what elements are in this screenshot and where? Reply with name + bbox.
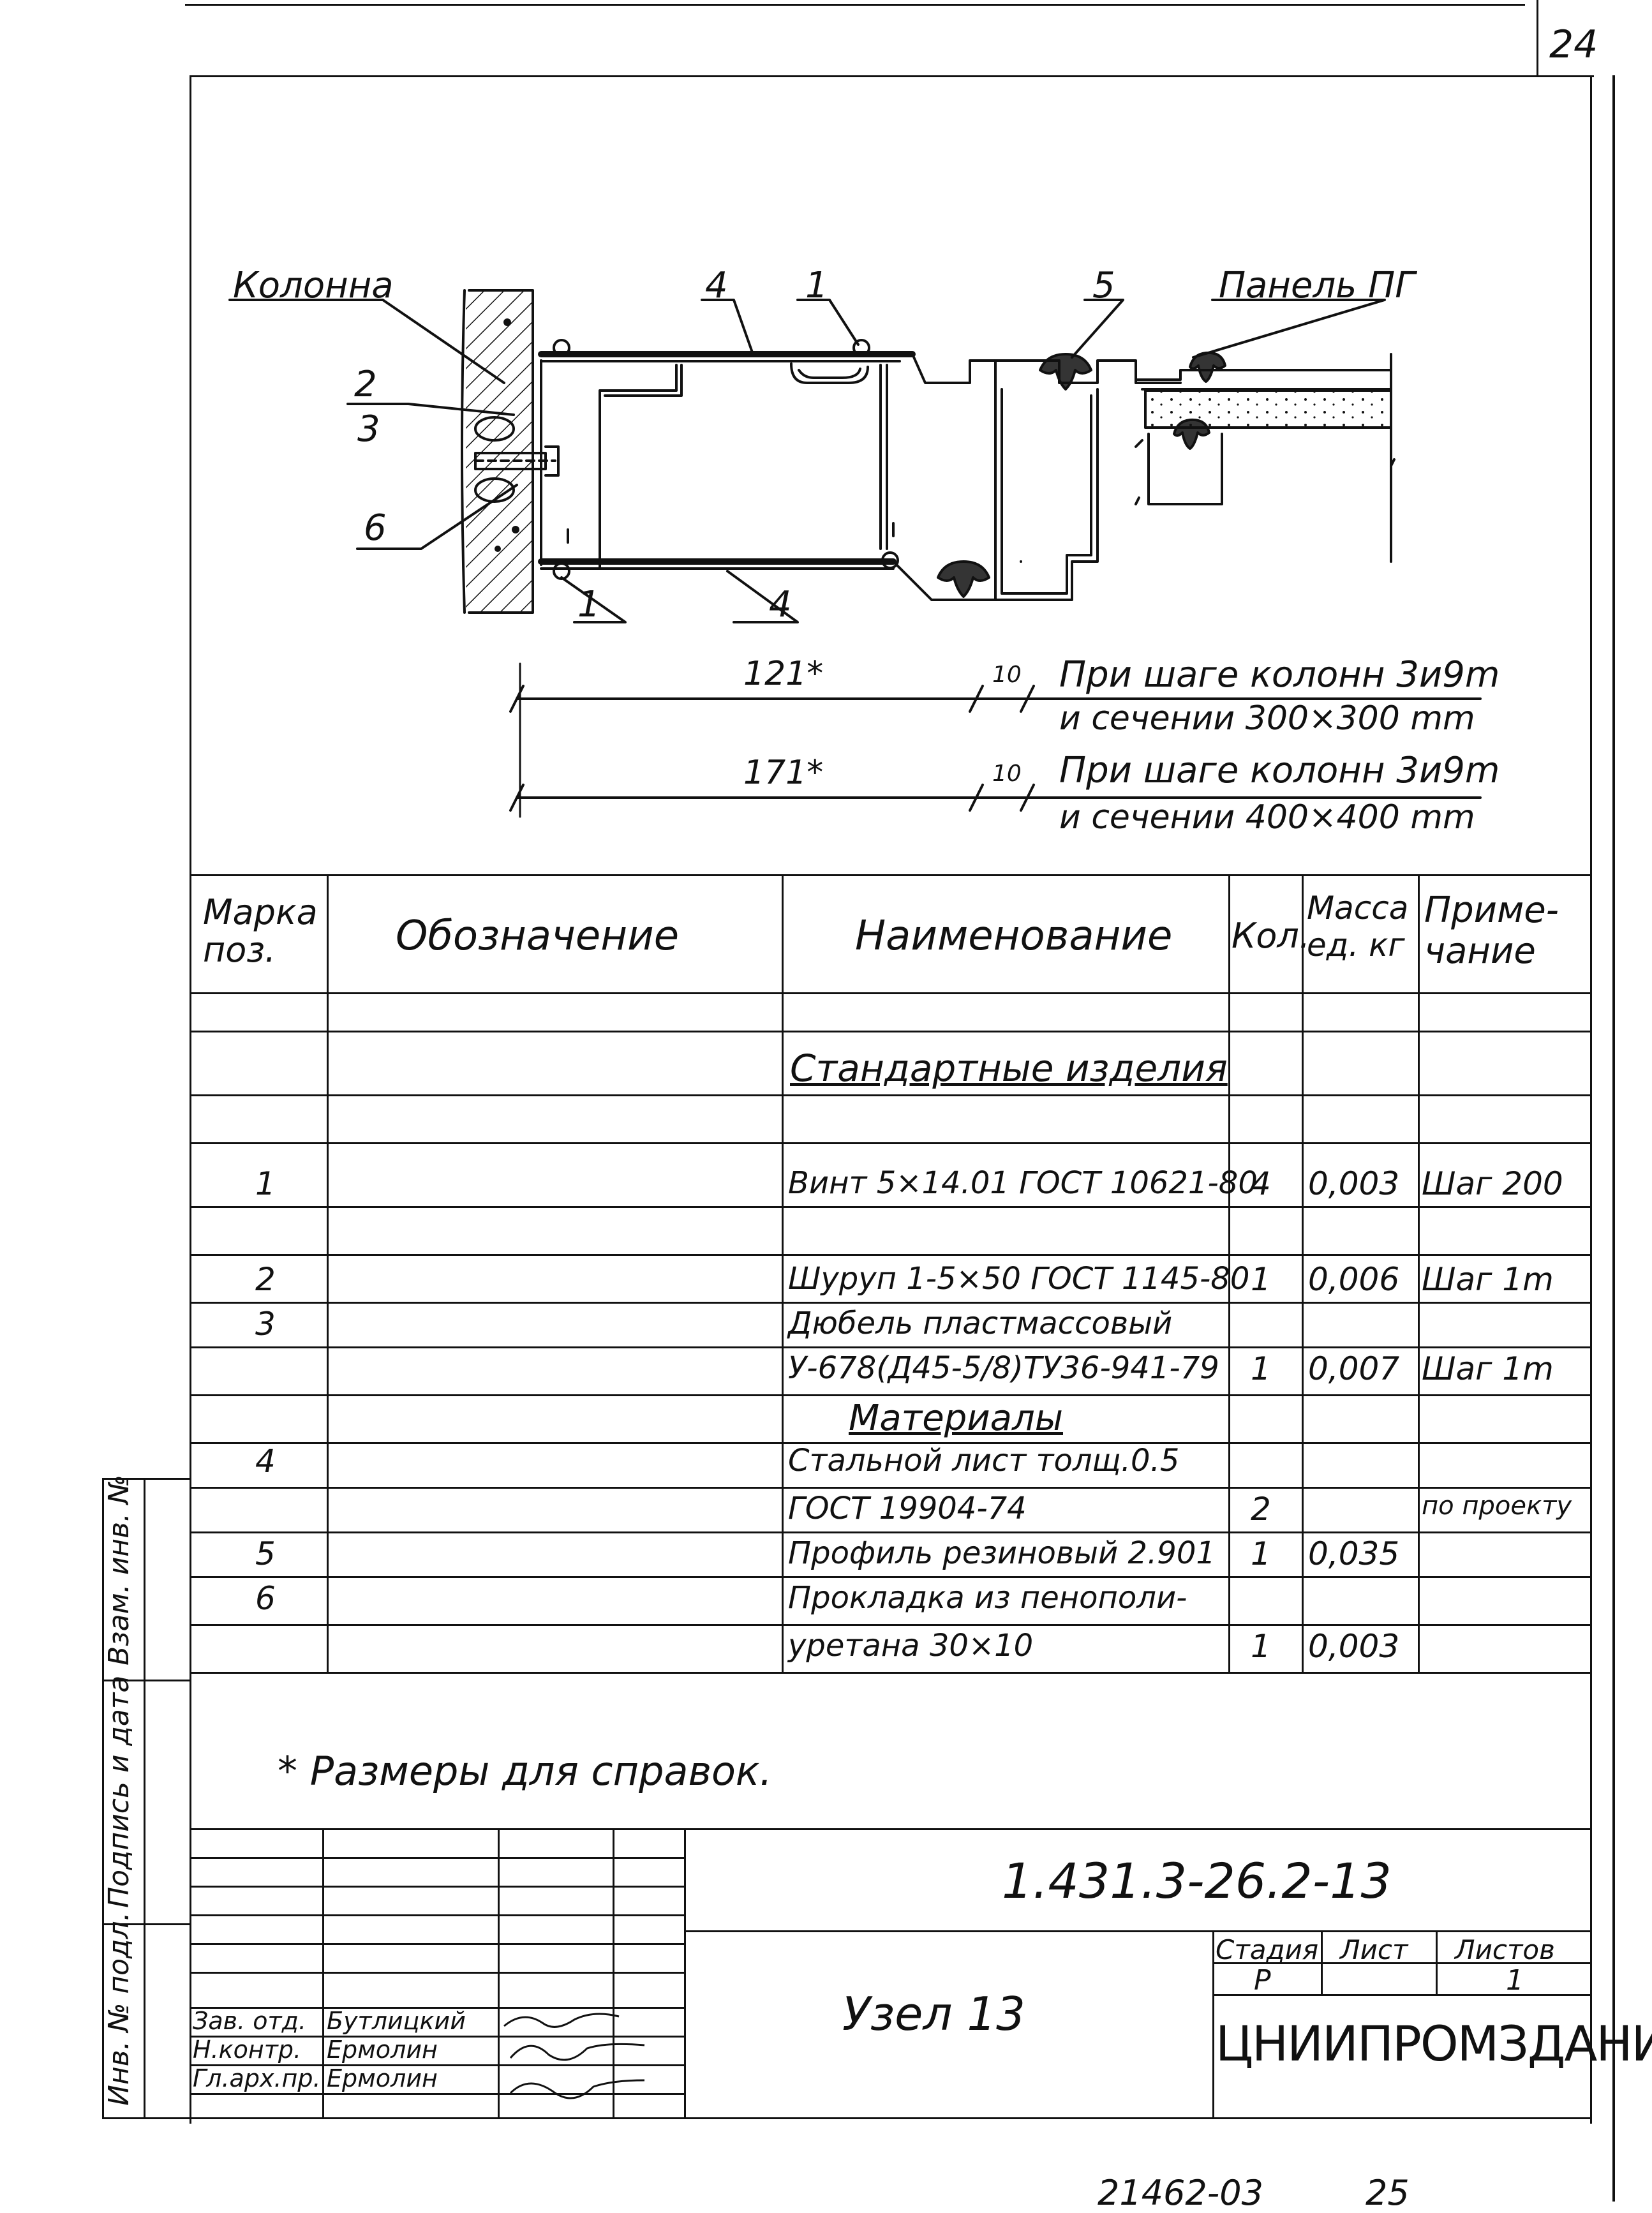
- label-pos-4-bottom: 4: [769, 584, 792, 625]
- label-pos-2: 2: [354, 364, 377, 405]
- spec-row-name: уретана 30×10: [788, 1628, 1034, 1664]
- person-role: Зав. отд.: [193, 2007, 306, 2035]
- dim2-value: 171*: [743, 754, 824, 792]
- drawing-code: 1.431.3-26.2-13: [1002, 1852, 1392, 1909]
- spec-row-mark: 1: [255, 1165, 276, 1202]
- header-note: Приме- чание: [1424, 890, 1559, 972]
- spec-row-name: У-678(Д45-5/8)ТУ36-941-79: [788, 1350, 1219, 1386]
- label-pos-1-bottom: 1: [577, 584, 600, 625]
- node-drawing: [228, 289, 1482, 818]
- spec-row-mark: 4: [255, 1443, 276, 1480]
- spec-row-mark: 6: [255, 1580, 276, 1617]
- side-inv: Инв. № подл.: [103, 1912, 135, 2106]
- header-designation: Обозначение: [396, 913, 680, 960]
- label-pos-5: 5: [1092, 265, 1115, 306]
- spec-row-name: Дюбель пластмассовый: [788, 1306, 1173, 1341]
- dim2-note-2: и сечении 400×400 mm: [1059, 798, 1475, 837]
- spec-row-qty: 1: [1251, 1628, 1271, 1665]
- spec-row-qty: 4: [1251, 1165, 1271, 1202]
- header-name: Наименование: [855, 913, 1173, 960]
- spec-row-mass: 0,006: [1308, 1261, 1400, 1298]
- spec-row-note: Шаг 200: [1422, 1165, 1563, 1202]
- signatures: [503, 2013, 645, 2099]
- footnote: * Размеры для справок.: [278, 1748, 773, 1794]
- spec-row-name: ГОСТ 19904-74: [788, 1491, 1027, 1526]
- spec-row-mass: 0,003: [1308, 1628, 1400, 1665]
- person-name: Ермолин: [327, 2064, 438, 2092]
- label-column: Колонна: [233, 265, 394, 306]
- spec-row-mark: 5: [255, 1535, 276, 1572]
- archive-number: 21462-03: [1098, 2173, 1263, 2213]
- section-standard: Стандартные изделия: [790, 1047, 1228, 1090]
- person-role: Н.контр.: [193, 2036, 302, 2064]
- spec-row-name: Профиль резиновый 2.901: [788, 1535, 1216, 1571]
- spec-row-qty: 1: [1251, 1535, 1271, 1572]
- dim1-value: 121*: [743, 655, 824, 693]
- dim2-note-1: При шаге колонн 3и9m: [1059, 750, 1500, 791]
- spec-row-note: по проекту: [1422, 1491, 1572, 1521]
- spec-row-mark: 2: [255, 1261, 276, 1298]
- label-pos-4-top: 4: [705, 265, 728, 306]
- header-mark: Марка поз.: [203, 892, 318, 971]
- stage-value: Р: [1254, 1964, 1271, 1997]
- sheet-label: Лист: [1340, 1934, 1408, 1965]
- label-pos-1-top: 1: [805, 265, 828, 306]
- dim2-gap: 10: [992, 761, 1022, 787]
- person-name: Бутлицкий: [327, 2007, 466, 2035]
- sheets-label: Листов: [1455, 1934, 1555, 1965]
- dim1-gap: 10: [992, 662, 1022, 688]
- archive-page: 25: [1366, 2173, 1410, 2213]
- spec-row-note: Шаг 1m: [1422, 1350, 1554, 1387]
- spec-row-mass: 0,035: [1308, 1535, 1400, 1572]
- spec-row-name: Шуруп 1-5×50 ГОСТ 1145-80: [788, 1261, 1250, 1297]
- dim1-note-1: При шаге колонн 3и9m: [1059, 654, 1500, 696]
- spec-row-name: Стальной лист толщ.0.5: [788, 1443, 1180, 1479]
- spec-row-mark: 3: [255, 1306, 276, 1343]
- spec-row-qty: 1: [1251, 1350, 1271, 1387]
- organization: ЦНИИПРОМЗДАНИЙ: [1216, 2015, 1652, 2072]
- sheet-number: 24: [1549, 22, 1598, 67]
- section-materials: Материалы: [849, 1397, 1063, 1439]
- column-section: [466, 290, 533, 613]
- spec-row-note: Шаг 1m: [1422, 1261, 1554, 1298]
- stage-label: Стадия: [1216, 1934, 1319, 1965]
- spec-row-name: Прокладка из пенополи-: [788, 1580, 1187, 1616]
- person-role: Гл.арх.пр.: [193, 2064, 321, 2092]
- spec-row-qty: 2: [1251, 1491, 1271, 1528]
- spec-row-name: Винт 5×14.01 ГОСТ 10621-80: [788, 1165, 1258, 1201]
- person-name: Ермолин: [327, 2036, 438, 2064]
- spec-row-mass: 0,003: [1308, 1165, 1400, 1202]
- dim1-note-2: и сечении 300×300 mm: [1059, 699, 1475, 738]
- spec-row-mass: 0,007: [1308, 1350, 1400, 1387]
- header-mass: Масса ед. кг: [1307, 890, 1409, 964]
- sheets-value: 1: [1506, 1964, 1524, 1997]
- label-panel: Панель ПГ: [1219, 265, 1415, 306]
- header-qty: Кол.: [1232, 916, 1311, 956]
- spec-row-qty: 1: [1251, 1261, 1271, 1298]
- label-pos-6: 6: [364, 507, 387, 549]
- side-podpis: Подпись и дата: [103, 1675, 135, 1908]
- node-title: Узел 13: [842, 1987, 1025, 2041]
- label-pos-3: 3: [357, 408, 380, 450]
- side-vzam: Взам. инв. №: [103, 1475, 135, 1665]
